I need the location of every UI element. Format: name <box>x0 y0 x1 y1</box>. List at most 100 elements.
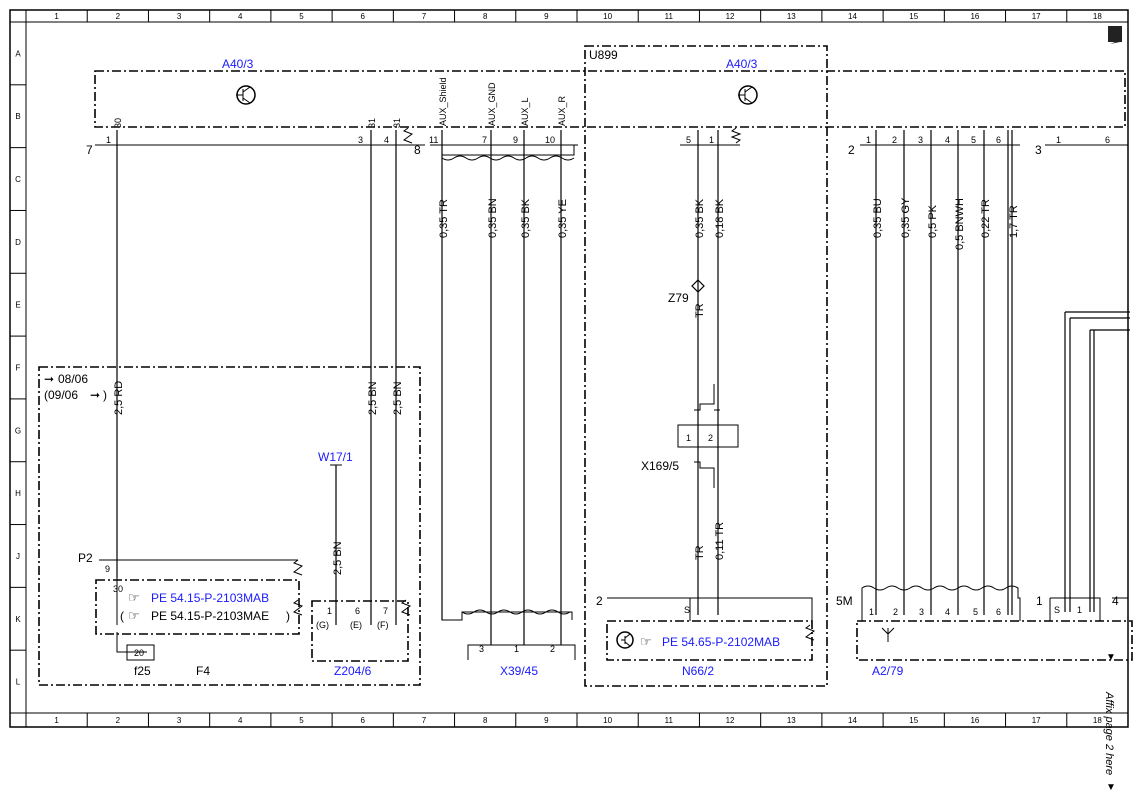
page-corner-icon <box>1108 26 1122 44</box>
pin-label: 2 <box>550 644 555 654</box>
pin-label: 3 <box>479 644 484 654</box>
f4-boundary <box>38 366 421 686</box>
n66-2-bar <box>607 597 813 621</box>
pin-label: 1 <box>327 606 332 616</box>
ref-hand-icon: ☞ <box>128 608 140 623</box>
control-unit-boundary <box>94 70 1126 128</box>
pin-label: (E) <box>350 620 362 630</box>
label-a40-3-right[interactable]: A40/3 <box>726 57 758 71</box>
row-letter: L <box>16 678 21 687</box>
pin-label: 11 <box>429 135 438 145</box>
affix-arrow-icon: ▼ <box>1106 652 1116 663</box>
pin-label: 3 <box>918 135 923 145</box>
shield-bottom <box>441 598 573 621</box>
n66-2-boundary <box>606 620 813 661</box>
amplifier-icon-left <box>236 85 256 105</box>
wire-right-block <box>1064 311 1130 612</box>
pin-label: 1 <box>709 135 714 145</box>
column-number: 2 <box>116 12 121 21</box>
pin-label: S <box>684 605 690 615</box>
p2-wiring <box>99 559 298 661</box>
column-number: 5 <box>299 716 304 725</box>
wire-label: 1,7 TR <box>1008 205 1020 238</box>
pe-ref-2103mae[interactable]: PE 54.15-P-2103MAE <box>151 609 269 623</box>
row-letter: D <box>15 238 21 247</box>
pin-label: 31 <box>367 118 377 128</box>
resistor-symbol <box>292 599 304 616</box>
wire-label: 0,35 YE <box>557 199 569 238</box>
connector-1-bar <box>1049 597 1101 621</box>
pe-ref-2103mab[interactable]: PE 54.15-P-2103MAB <box>151 591 269 605</box>
pin-label: 1 <box>869 607 874 617</box>
wire-label: 0,35 BK <box>520 198 532 238</box>
label-n66-2[interactable]: N66/2 <box>682 664 714 678</box>
column-number: 16 <box>970 12 979 21</box>
pin-label: 2 <box>708 433 713 443</box>
wire-label: 0,35 BN <box>487 198 499 238</box>
label-p2: P2 <box>78 551 93 565</box>
column-number: 9 <box>544 716 549 725</box>
wire-label: 0,5 BNWH <box>954 198 966 250</box>
pe-ref-2102mab[interactable]: PE 54.65-P-2102MAB <box>662 635 780 649</box>
ref-hand-icon: ☞ <box>128 590 140 605</box>
wire-label: TR <box>694 545 706 560</box>
connector-label-8: 8 <box>414 143 421 157</box>
pin-label: 6 <box>996 135 1001 145</box>
connector-label-2: 2 <box>848 143 855 157</box>
wire-label: 0,35 BU <box>872 198 884 238</box>
p2-boundary <box>95 579 300 635</box>
date-to-end: ) <box>103 388 107 402</box>
column-number: 15 <box>909 716 918 725</box>
z79-splice-icon <box>691 279 705 293</box>
column-number: 8 <box>483 716 488 725</box>
column-number: 3 <box>177 12 182 21</box>
amplifier-icon-n66 <box>616 631 634 649</box>
signal-aux-r: AUX_R <box>557 95 567 126</box>
date-to: (09/06 <box>44 388 78 402</box>
pin-label: 5 <box>971 135 976 145</box>
column-number: 9 <box>544 12 549 21</box>
pin-label: 20 <box>134 648 144 658</box>
pin-label: 6 <box>1105 135 1110 145</box>
wire-label: 2,5 BN <box>392 381 404 415</box>
label-x169-5: X169/5 <box>641 459 679 473</box>
pin-label: 1 <box>686 433 691 443</box>
label-x39-45[interactable]: X39/45 <box>500 664 538 678</box>
column-number: 1 <box>54 716 59 725</box>
resistor-symbol <box>400 599 412 616</box>
label-a40-3-left[interactable]: A40/3 <box>222 57 254 71</box>
pin-label: 9 <box>105 564 110 574</box>
column-number: 10 <box>603 716 612 725</box>
column-number: 12 <box>726 12 735 21</box>
column-number: 8 <box>483 12 488 21</box>
column-number: 10 <box>603 12 612 21</box>
label-f4: F4 <box>196 664 210 678</box>
label-f25: f25 <box>134 664 151 678</box>
pin-label: 4 <box>945 135 950 145</box>
column-number: 13 <box>787 716 796 725</box>
pin-label: 7 <box>383 606 388 616</box>
connector-label-2-n66: 2 <box>596 594 603 608</box>
column-number: 7 <box>422 716 427 725</box>
amplifier-icon-right <box>738 85 758 105</box>
label-a2-79[interactable]: A2/79 <box>872 664 904 678</box>
column-number: 11 <box>665 12 674 21</box>
label-z204-6[interactable]: Z204/6 <box>334 664 372 678</box>
connector-label-4: 4 <box>1112 594 1119 608</box>
resistor-symbol <box>730 127 742 144</box>
antenna-icon <box>881 627 895 642</box>
pin-label: 10 <box>545 135 555 145</box>
pin-label: 31 <box>392 118 402 128</box>
column-number: 13 <box>787 12 796 21</box>
wire-label: 0,35 GY <box>900 197 912 238</box>
column-number: 7 <box>422 12 427 21</box>
grid-ruler: 1122334455667788991010111112121313141415… <box>10 10 1102 727</box>
pin-label: 6 <box>996 607 1001 617</box>
pin-label: 9 <box>513 135 518 145</box>
column-number: 14 <box>848 716 857 725</box>
label-w17-1[interactable]: W17/1 <box>318 450 353 464</box>
column-number: 16 <box>970 716 979 725</box>
resistor-symbol <box>292 559 304 576</box>
a2-79-bar <box>861 585 1021 621</box>
row-letter: K <box>15 615 21 624</box>
